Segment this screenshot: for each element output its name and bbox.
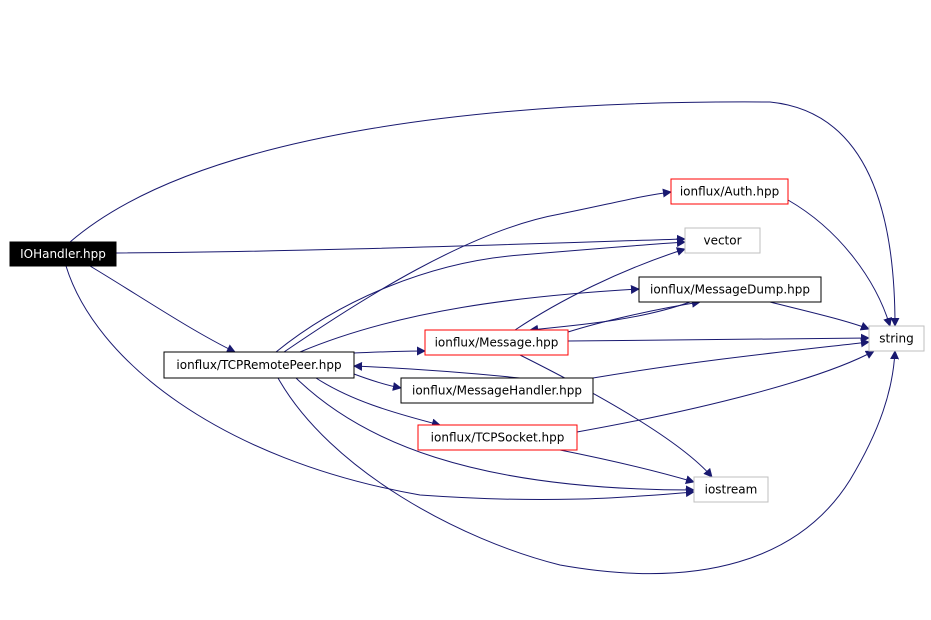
nodes-layer: IOHandler.hpp ionflux/TCPRemotePeer.hpp io… xyxy=(9,178,925,503)
node-tcpsocket[interactable]: ionflux/TCPSocket.hpp xyxy=(417,424,578,451)
node-auth[interactable]: ionflux/Auth.hpp xyxy=(670,178,789,205)
node-iostream[interactable]: iostream xyxy=(693,476,769,503)
node-box-message xyxy=(424,329,569,356)
edge-tcpsocket-to-string xyxy=(576,350,875,433)
edge-auth-to-string xyxy=(787,199,892,327)
edge-iohandler-to-vector xyxy=(115,234,686,254)
node-label-iostream: iostream xyxy=(705,483,758,497)
node-box-string xyxy=(868,325,925,352)
node-label-string: string xyxy=(879,332,913,346)
edge-tcpremotepeer-to-iostream xyxy=(295,377,695,495)
edge-messagehandler-to-tcpremotepeer xyxy=(353,361,521,379)
edge-message-to-iostream xyxy=(519,354,713,478)
node-vector[interactable]: vector xyxy=(684,227,761,254)
node-label-iohandler: IOHandler.hpp xyxy=(20,247,106,261)
edges-layer xyxy=(65,101,900,575)
node-label-tcpremotepeer: ionflux/TCPRemotePeer.hpp xyxy=(176,358,341,372)
node-messagehandler[interactable]: ionflux/MessageHandler.hpp xyxy=(400,377,594,404)
node-message[interactable]: ionflux/Message.hpp xyxy=(424,329,569,356)
node-box-iohandler xyxy=(9,241,117,267)
edge-iohandler-to-iostream xyxy=(65,265,695,501)
edge-tcpremotepeer-to-messagedump xyxy=(299,284,640,353)
node-label-message: ionflux/Message.hpp xyxy=(435,336,559,350)
edge-tcpremotepeer-to-vector xyxy=(275,238,686,353)
edge-messagedump-to-string xyxy=(769,301,870,331)
edge-tcpsocket-to-iostream xyxy=(559,449,695,485)
node-label-messagedump: ionflux/MessageDump.hpp xyxy=(650,283,810,297)
edge-message-to-string xyxy=(567,333,870,343)
node-label-tcpsocket: ionflux/TCPSocket.hpp xyxy=(431,431,565,445)
edge-tcpremotepeer-to-messagehandler xyxy=(353,373,402,391)
node-tcpremotepeer[interactable]: ionflux/TCPRemotePeer.hpp xyxy=(163,351,355,379)
node-label-auth: ionflux/Auth.hpp xyxy=(680,185,779,199)
edge-messagedump-to-message xyxy=(529,301,691,334)
edge-iohandler-to-tcpremotepeer xyxy=(89,265,236,353)
edge-tcpremotepeer-to-tcpsocket xyxy=(315,377,441,428)
edge-iohandler-to-string xyxy=(69,101,900,327)
node-box-messagedump xyxy=(638,276,822,303)
edge-tcpremotepeer-to-message xyxy=(353,346,426,356)
node-iohandler[interactable]: IOHandler.hpp xyxy=(9,241,117,267)
node-box-vector xyxy=(684,227,761,254)
node-messagedump[interactable]: ionflux/MessageDump.hpp xyxy=(638,276,822,303)
edge-tcpremotepeer-to-auth xyxy=(283,188,672,353)
edge-message-to-vector xyxy=(514,247,686,331)
node-box-tcpremotepeer xyxy=(163,351,355,379)
edge-tcpremotepeer-to-string xyxy=(277,350,900,575)
node-box-messagehandler xyxy=(400,377,594,404)
edge-messagehandler-to-string xyxy=(592,338,870,379)
node-string[interactable]: string xyxy=(868,325,925,352)
node-label-messagehandler: ionflux/MessageHandler.hpp xyxy=(412,384,582,398)
node-label-vector: vector xyxy=(703,234,741,248)
edge-message-to-messagedump xyxy=(567,298,701,333)
node-box-iostream xyxy=(693,476,769,503)
node-box-auth xyxy=(670,178,789,205)
node-box-tcpsocket xyxy=(417,424,578,451)
